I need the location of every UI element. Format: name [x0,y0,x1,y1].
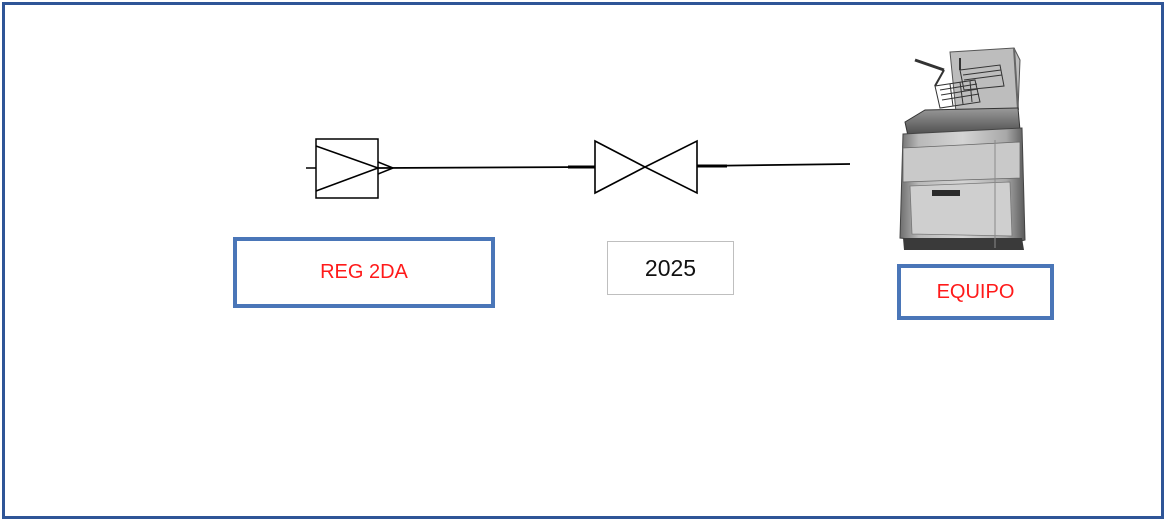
regulator-label: REG 2DA [320,261,408,283]
equipment-label-box: EQUIPO [897,264,1054,320]
pipe-regulator-to-valve [377,166,596,169]
deep-fryer-icon [899,47,1026,250]
valve-label-box: 2025 [607,241,734,295]
regulator-icon [315,138,394,199]
gate-valve-icon [568,139,727,195]
regulator-label-box: REG 2DA [233,237,495,308]
valve-label: 2025 [644,254,697,281]
equipment-label: EQUIPO [936,280,1015,303]
